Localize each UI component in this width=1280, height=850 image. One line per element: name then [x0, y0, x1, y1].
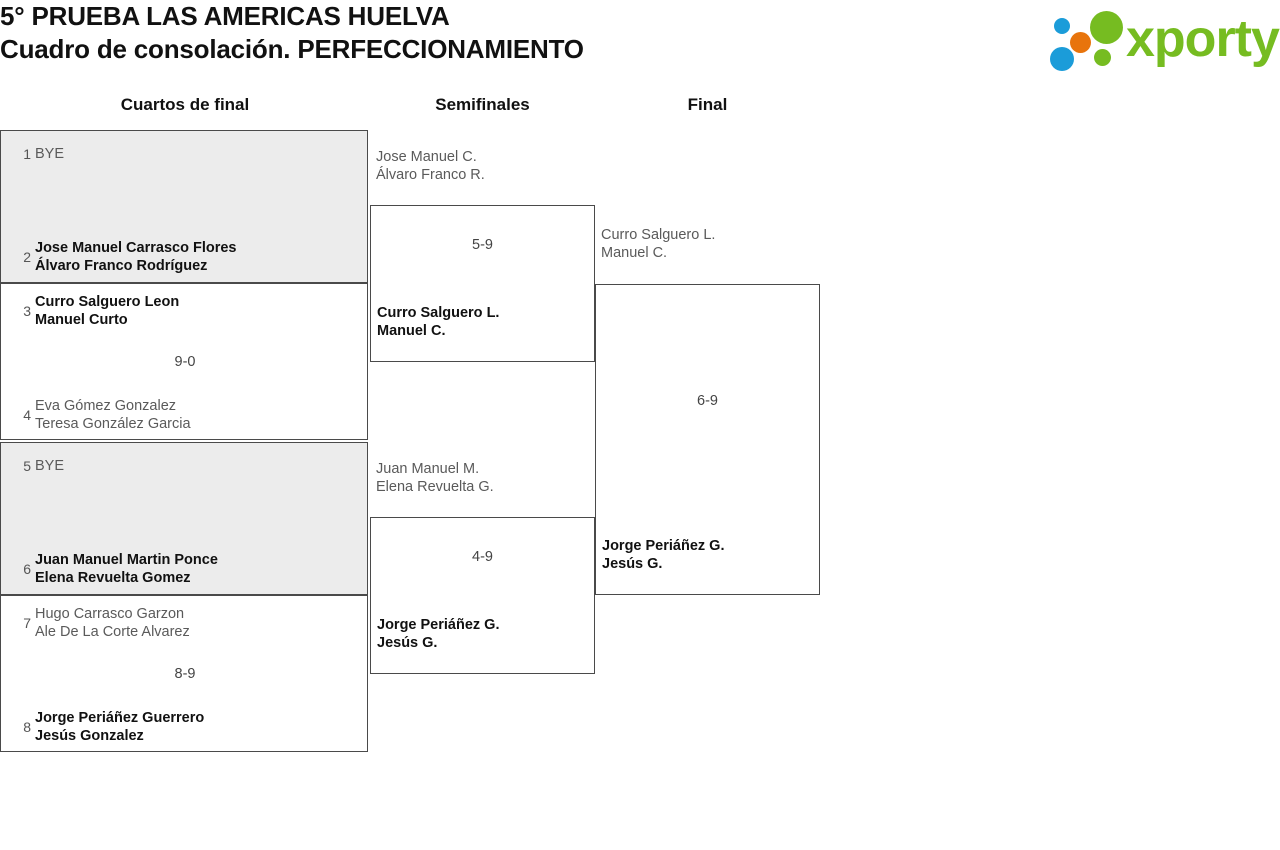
match-box-sf1[interactable]: 5-9 Curro Salguero L. Manuel C.	[370, 205, 595, 362]
match-cell-qf3[interactable]: 5 BYE 6 Juan Manuel Martin Ponce Elena R…	[0, 442, 368, 595]
logo-dot-green-large-icon	[1090, 11, 1123, 44]
seed-number: 5	[23, 458, 31, 474]
player-names: BYE	[35, 146, 65, 162]
match-cell-qf1[interactable]: 1 BYE 2 Jose Manuel Carrasco Flores Álva…	[0, 130, 368, 283]
player-names: Jose Manuel Carrasco Flores Álvaro Franc…	[35, 240, 237, 274]
player-names: Jorge Periáñez G. Jesús G.	[602, 538, 725, 572]
match-cell-qf2[interactable]: 3 Curro Salguero Leon Manuel Curto 9-0 4…	[0, 283, 368, 440]
seed-number: 1	[23, 146, 31, 162]
match-score-qf4: 8-9	[174, 666, 196, 682]
logo-dot-blue-large-icon	[1050, 47, 1074, 71]
player-names: Eva Gómez Gonzalez Teresa González Garci…	[35, 398, 191, 432]
seed-number: 8	[23, 719, 31, 735]
page-title: 5° PRUEBA LAS AMERICAS HUELVA Cuadro de …	[0, 0, 1000, 66]
seed-number: 7	[23, 615, 31, 631]
player-names: BYE	[35, 458, 65, 474]
round-header-quarterfinals: Cuartos de final	[120, 95, 250, 114]
logo-dot-blue-small-icon	[1054, 18, 1070, 34]
round-header-final: Final	[687, 95, 728, 114]
seed-number: 3	[23, 303, 31, 319]
match-box-final[interactable]: 6-9 Jorge Periáñez G. Jesús G.	[595, 284, 820, 595]
match-score-final: 6-9	[697, 393, 718, 409]
player-names: Jorge Periáñez G. Jesús G.	[377, 617, 500, 651]
match-score-qf2: 9-0	[174, 354, 196, 370]
match-score-sf1: 5-9	[472, 237, 493, 253]
player-names: Jose Manuel C. Álvaro Franco R.	[376, 149, 485, 183]
match-box-sf2[interactable]: 4-9 Jorge Periáñez G. Jesús G.	[370, 517, 595, 674]
round-header-semifinals: Semifinales	[435, 95, 530, 114]
logo-dot-orange-icon	[1070, 32, 1091, 53]
logo-wordmark: xporty	[1126, 10, 1280, 68]
xporty-logo[interactable]: xporty	[1048, 6, 1280, 71]
player-names: Juan Manuel Martin Ponce Elena Revuelta …	[35, 552, 218, 586]
player-names: Jorge Periáñez Guerrero Jesús Gonzalez	[35, 710, 205, 744]
logo-dot-green-small-icon	[1094, 49, 1111, 66]
player-names: Curro Salguero L. Manuel C.	[601, 227, 716, 261]
player-names: Curro Salguero Leon Manuel Curto	[35, 294, 180, 328]
seed-number: 4	[23, 407, 31, 423]
bracket-subtitle: Cuadro de consolación. PERFECCIONAMIENTO	[0, 34, 584, 64]
tournament-name: 5° PRUEBA LAS AMERICAS HUELVA	[0, 1, 450, 31]
player-names: Curro Salguero L. Manuel C.	[377, 305, 500, 339]
match-score-sf2: 4-9	[472, 549, 493, 565]
player-names: Hugo Carrasco Garzon Ale De La Corte Alv…	[35, 606, 190, 640]
player-names: Juan Manuel M. Elena Revuelta G.	[376, 461, 494, 495]
match-cell-qf4[interactable]: 7 Hugo Carrasco Garzon Ale De La Corte A…	[0, 595, 368, 752]
seed-number: 2	[23, 249, 31, 265]
seed-number: 6	[23, 561, 31, 577]
